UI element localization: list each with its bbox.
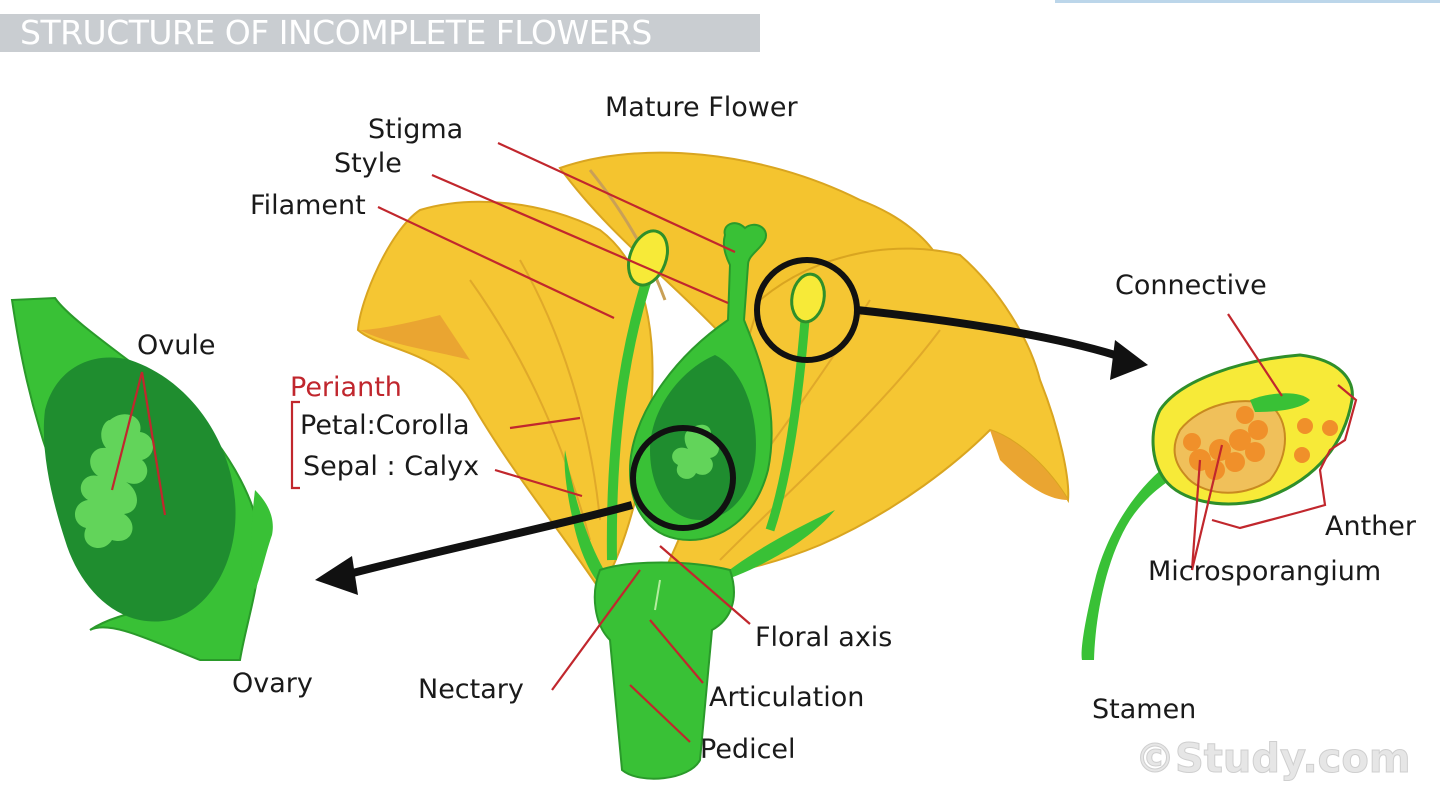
- page-title: STRUCTURE OF INCOMPLETE FLOWERS: [20, 13, 652, 52]
- label-petal-corolla: Petal:Corolla: [300, 410, 470, 441]
- title-bar: [0, 14, 760, 52]
- top-accent-line: [1055, 0, 1440, 3]
- label-microsporangium: Microsporangium: [1148, 556, 1381, 587]
- label-nectary: Nectary: [418, 674, 524, 705]
- label-style: Style: [334, 148, 402, 179]
- arrow-head-ovary: [315, 556, 358, 595]
- stamen-detail-illustration: [1081, 353, 1354, 660]
- watermark: ©Study.com: [1135, 736, 1411, 782]
- label-ovary: Ovary: [232, 668, 313, 699]
- label-anther: Anther: [1325, 511, 1417, 542]
- ovary-detail-illustration: [10, 296, 273, 661]
- label-stigma: Stigma: [368, 114, 463, 145]
- stamen-filament-right: [765, 319, 810, 532]
- arrow-to-stamen: [856, 306, 1117, 359]
- petal-left-fold: [360, 315, 470, 360]
- label-filament: Filament: [250, 190, 366, 221]
- petal-right-fold: [990, 430, 1068, 500]
- label-connective: Connective: [1115, 270, 1267, 301]
- ovary-magnifier-circle: [630, 425, 736, 531]
- label-floral-axis: Floral axis: [755, 622, 892, 653]
- label-ovule: Ovule: [137, 330, 215, 361]
- arrow-head-stamen: [1110, 340, 1148, 380]
- pedicel: [593, 561, 735, 780]
- label-pedicel: Pedicel: [700, 734, 796, 765]
- label-sepal-calyx: Sepal : Calyx: [303, 451, 479, 482]
- label-articulation: Articulation: [709, 682, 864, 713]
- label-leader-lines: [110, 142, 1358, 743]
- label-stamen: Stamen: [1092, 694, 1196, 725]
- label-mature-flower: Mature Flower: [605, 92, 798, 123]
- label-perianth: Perianth: [290, 372, 402, 403]
- mature-flower-illustration: [356, 151, 1070, 780]
- sepal-right: [710, 510, 835, 585]
- sepal-left: [564, 450, 625, 600]
- arrow-to-ovary: [343, 501, 634, 579]
- anther-right: [790, 272, 826, 324]
